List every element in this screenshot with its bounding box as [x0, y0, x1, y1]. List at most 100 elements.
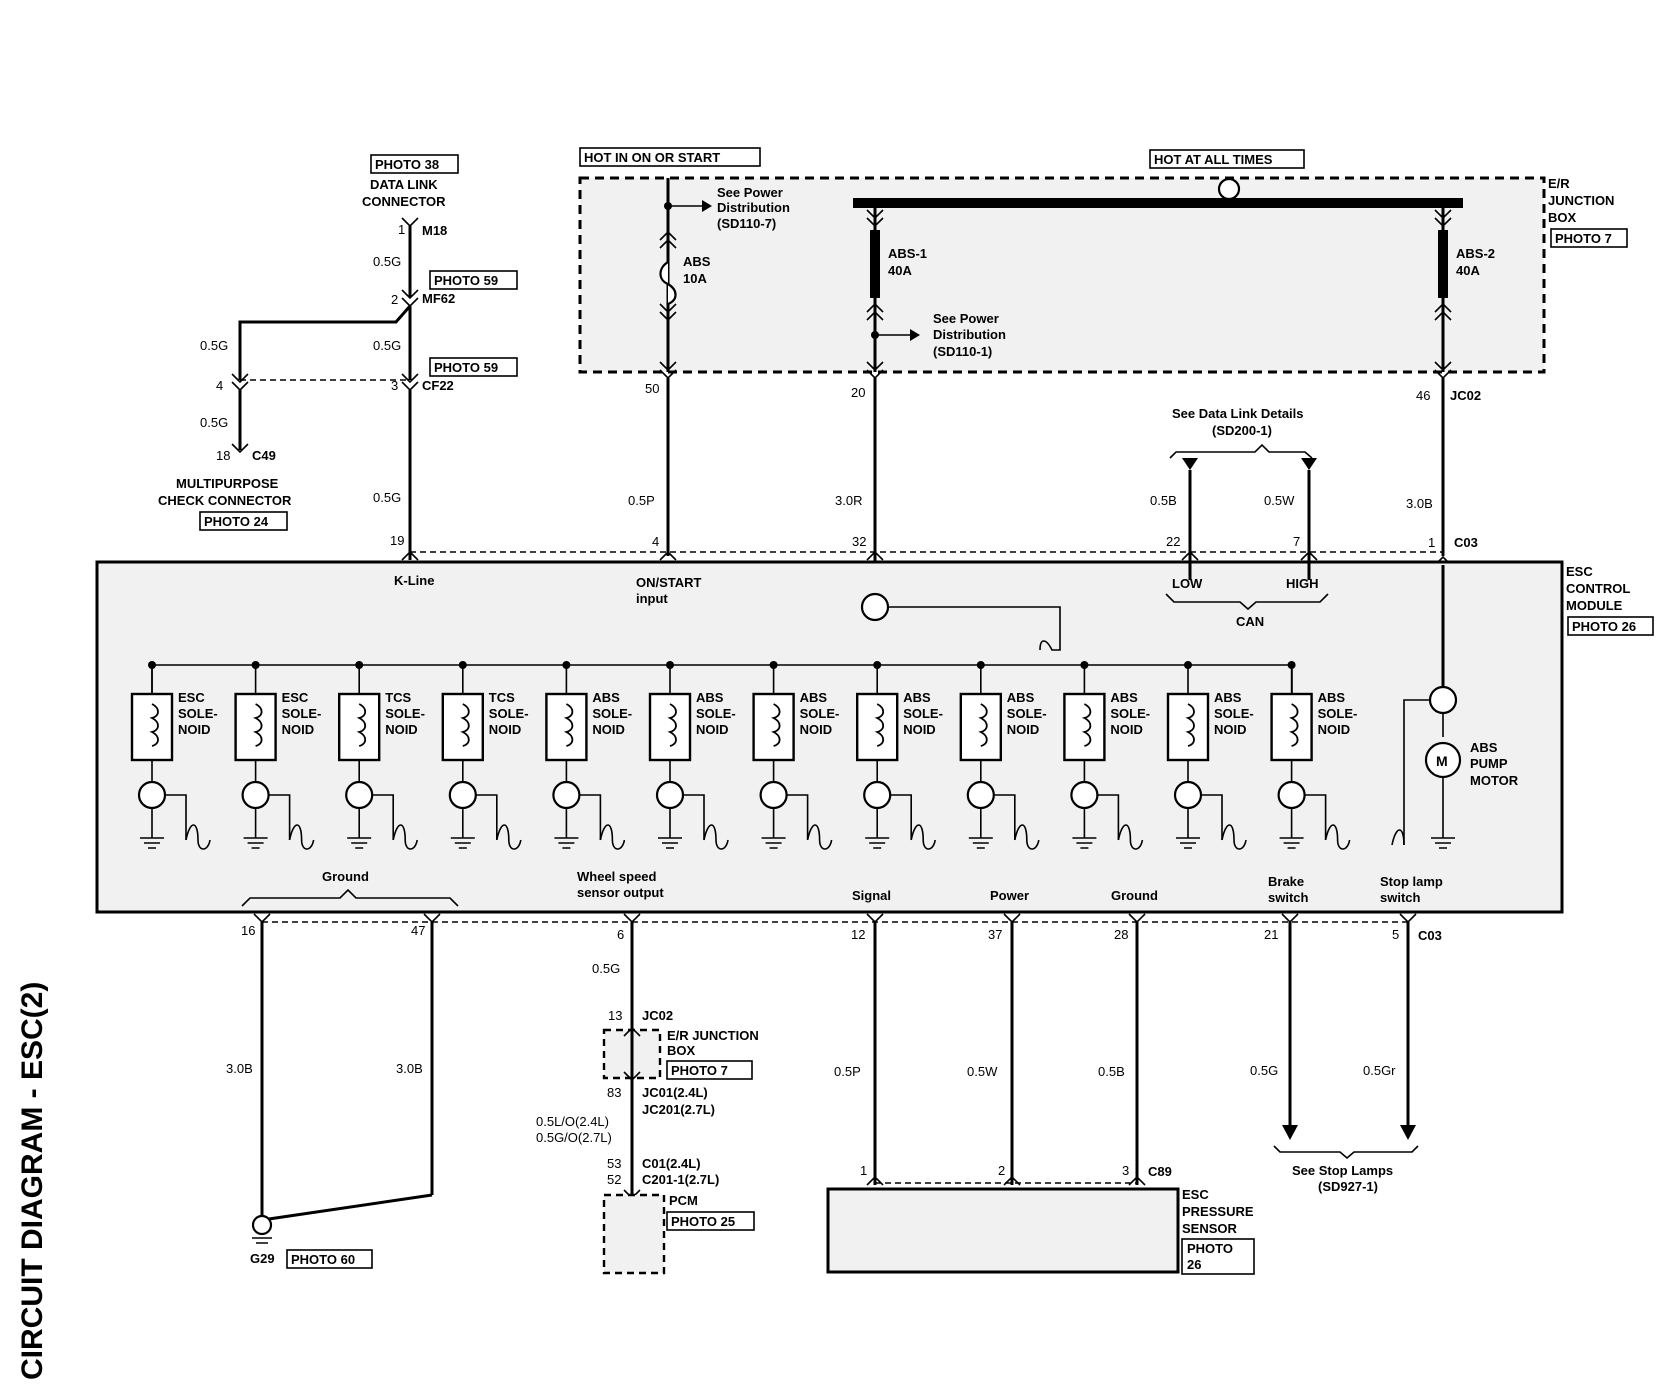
solenoid-11-label-1: ABS	[1214, 690, 1242, 705]
sensor-pin-1: 1	[860, 1163, 867, 1178]
c49-left-pin: 4	[216, 378, 223, 393]
solenoid-control-wire	[372, 794, 394, 840]
fuse-abs1-40a-icon	[870, 230, 880, 298]
solenoid-control-wire	[1304, 794, 1327, 840]
wire-05g-wheel: 0.5G	[592, 961, 620, 976]
wire-30b-top: 3.0B	[1406, 496, 1433, 511]
solenoid-1-box	[130, 692, 174, 762]
motor-label-2: PUMP	[1470, 756, 1508, 771]
solenoid-coil-icon	[1081, 703, 1092, 747]
pin-32: 32	[852, 534, 866, 549]
solenoid-coil-icon	[771, 703, 781, 747]
motor-label-3: MOTOR	[1470, 773, 1519, 788]
pin-1-c03: 1	[1428, 535, 1435, 550]
fuse-abs1-amp: 40A	[888, 263, 912, 278]
can-low-label: LOW	[1172, 576, 1203, 591]
photo-59-mf62: PHOTO 59	[434, 273, 498, 288]
solenoid-3-label-3: NOID	[385, 722, 418, 737]
abs1-upper-connector	[866, 209, 884, 228]
esc-pressure-sensor-box	[826, 1187, 1180, 1274]
onstart-label-2: input	[636, 591, 668, 606]
c49-connector-icon	[231, 443, 249, 454]
solenoid-pwm-icon	[910, 824, 936, 850]
pin-7: 7	[1293, 534, 1300, 549]
solenoid-row: ESCSOLE-NOIDESCSOLE-NOIDTCSSOLE-NOIDTCSS…	[130, 661, 1358, 850]
module-label-1: ESC	[1566, 564, 1593, 579]
er-small-label-1: E/R JUNCTION	[667, 1028, 759, 1043]
pin-12: 12	[851, 927, 865, 942]
wire-30r: 3.0R	[835, 493, 862, 508]
photo-60-label: PHOTO 60	[291, 1252, 355, 1267]
solenoid-3-label-1: TCS	[385, 690, 411, 705]
solenoid-6-box	[648, 692, 692, 762]
solenoid-9-label-1: ABS	[1007, 690, 1035, 705]
g29-ground-icon	[251, 1214, 273, 1236]
ground-icon	[243, 837, 268, 849]
wire-30b-g29-b: 3.0B	[396, 1061, 423, 1076]
photo-25-label: PHOTO 25	[671, 1214, 735, 1229]
solenoid-7-box	[752, 692, 795, 762]
pin-22: 22	[1166, 534, 1180, 549]
wire-05p-sensor: 0.5P	[834, 1064, 861, 1079]
kline-pin-19: 19	[390, 533, 404, 548]
solenoid-transistor-icon	[1070, 780, 1099, 810]
onstart-label-1: ON/START	[636, 575, 702, 590]
solenoid-transistor-icon	[345, 780, 374, 810]
er-box-label-3: BOX	[1548, 210, 1577, 225]
solenoid-pwm-icon	[496, 824, 522, 850]
pin6-connector-icon	[623, 913, 641, 924]
solenoid-pwm-icon	[1117, 824, 1144, 850]
ground-icon	[1072, 837, 1097, 849]
solenoid-5-label-1: ABS	[592, 690, 620, 705]
g29-label: G29	[250, 1251, 275, 1266]
hot-at-all-times-label: HOT AT ALL TIMES	[1154, 152, 1273, 167]
ground-icon	[968, 837, 993, 849]
solenoid-transistor-icon	[655, 780, 685, 810]
motor-relay-drive	[1403, 699, 1430, 845]
abs1-lower-connector	[866, 302, 884, 321]
ground-icon	[1176, 837, 1200, 849]
stop-lamp-switch-label-1: Stop lamp	[1380, 874, 1443, 889]
solenoid-12-label-2: SOLE-	[1318, 706, 1358, 721]
see-data-link-1: See Data Link Details	[1172, 406, 1304, 421]
pin21-connector-icon	[1281, 913, 1299, 924]
wire-05g-c49: 0.5G	[200, 415, 228, 430]
pin32-connector-icon	[866, 550, 884, 561]
ground-icon	[554, 837, 579, 849]
solenoid-control-wire	[1097, 794, 1120, 840]
solenoid-11-label-2: SOLE-	[1214, 706, 1254, 721]
wire-05g-1: 0.5G	[373, 254, 401, 269]
solenoid-8-label-2: SOLE-	[903, 706, 943, 721]
power-transistor-icon	[860, 592, 890, 622]
hot-in-on-label: HOT IN ON OR START	[584, 150, 720, 165]
fuse-abs-10a-icon	[659, 261, 677, 306]
solenoid-8-label-3: NOID	[903, 722, 936, 737]
abs2-lower-connector	[1434, 302, 1452, 321]
c03-top-label: C03	[1454, 535, 1478, 550]
see-pd1-1: See Power	[717, 185, 783, 200]
solenoid-coil-icon	[253, 703, 263, 747]
ground-label-right: Ground	[1111, 888, 1158, 903]
stop-lamp-arrow-icon-1	[1282, 1125, 1298, 1140]
solenoid-transistor-icon	[448, 780, 477, 810]
solenoid-8-label-1: ABS	[903, 690, 931, 705]
solenoid-2-label-2: SOLE-	[282, 706, 322, 721]
pd-arrow-icon-2	[910, 329, 920, 341]
c201-pin-52: 52	[607, 1172, 621, 1187]
solenoid-9-label-2: SOLE-	[1007, 706, 1047, 721]
pin-28: 28	[1114, 927, 1128, 942]
fuse-abs2-label: ABS-2	[1456, 246, 1495, 261]
solenoid-transistor-icon	[241, 780, 270, 810]
stop-lamp-bracket	[1273, 1145, 1419, 1160]
sensor-label-1: ESC	[1182, 1187, 1209, 1202]
bottom-circuits: 16 47 3.0B 3.0B G29 PHOTO 60 6 0.5G 13 J…	[226, 913, 1442, 1275]
solenoid-pwm-icon	[1221, 824, 1247, 850]
solenoid-10-label-1: ABS	[1110, 690, 1138, 705]
cf22-pin: 3	[391, 378, 398, 393]
motor-label-1: ABS	[1470, 740, 1498, 755]
solenoid-10-label-3: NOID	[1110, 722, 1143, 737]
solenoid-7-label-2: SOLE-	[800, 706, 840, 721]
wire-05b-sensor: 0.5B	[1098, 1064, 1125, 1079]
solenoid-8-box	[856, 692, 899, 762]
wire-30b-g29-a: 3.0B	[226, 1061, 253, 1076]
